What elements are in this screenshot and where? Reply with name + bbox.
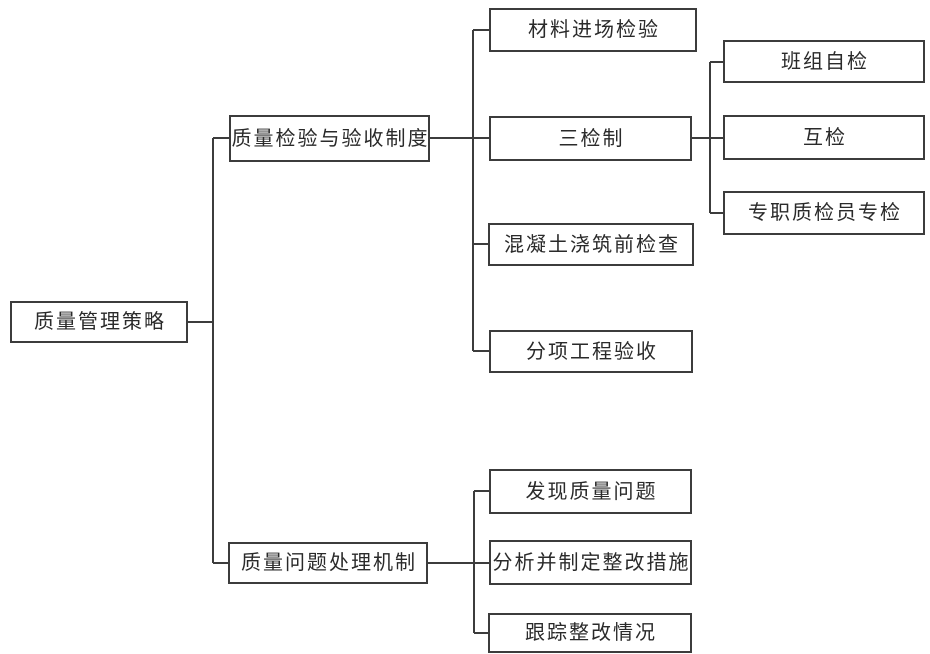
node-track-rectification-status: 跟踪整改情况 — [488, 613, 692, 653]
node-three-check-system: 三检制 — [489, 116, 692, 161]
node-team-self-check: 班组自检 — [723, 40, 925, 83]
connector-branch1-to-children — [430, 29, 489, 352]
node-quality-inspection-acceptance-system: 质量检验与验收制度 — [229, 115, 430, 162]
node-pre-concrete-pouring-check: 混凝土浇筑前检查 — [488, 223, 694, 266]
node-subproject-acceptance: 分项工程验收 — [489, 330, 693, 373]
node-analyze-and-formulate-corrective-measures: 分析并制定整改措施 — [489, 540, 692, 585]
node-mutual-check: 互检 — [723, 115, 925, 160]
connector-root-to-branches — [188, 137, 229, 564]
connector-three-check-to-children — [692, 61, 723, 214]
node-material-entry-inspection: 材料进场检验 — [489, 8, 697, 52]
connector-branch2-to-children — [428, 490, 489, 634]
node-quality-problem-handling-mechanism: 质量问题处理机制 — [228, 542, 428, 584]
node-dedicated-inspector-special-check: 专职质检员专检 — [723, 191, 925, 235]
node-quality-problem-found: 发现质量问题 — [489, 469, 692, 514]
node-quality-management-strategy: 质量管理策略 — [10, 301, 188, 343]
